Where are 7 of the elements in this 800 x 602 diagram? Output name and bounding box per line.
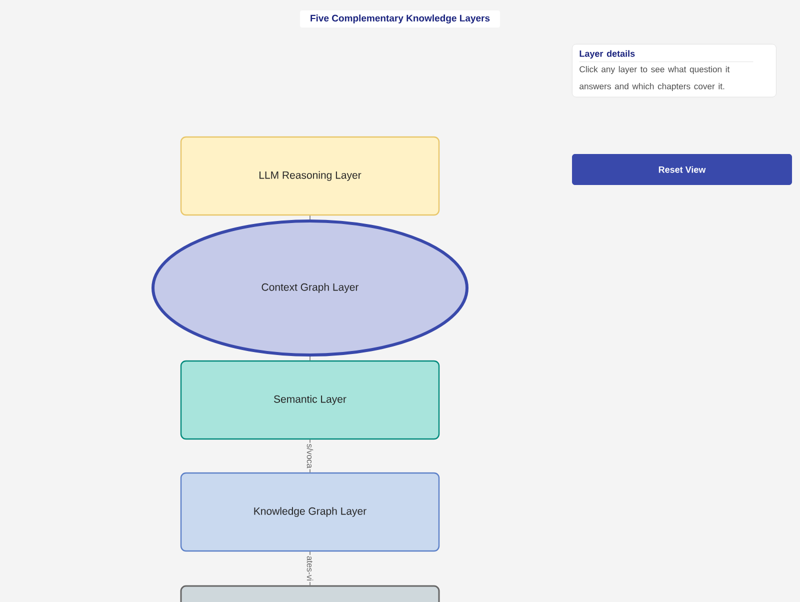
layer-box — [180, 585, 440, 602]
layer-box: Semantic Layer — [180, 360, 440, 440]
layer-box: Knowledge Graph Layer — [180, 472, 440, 552]
layer-box: LLM Reasoning Layer — [180, 136, 440, 216]
reset-button: Reset View — [572, 154, 792, 185]
title: Five Complementary Knowledge Layers — [300, 10, 500, 28]
info-card: Layer details Click any layer to see what question it answers and which chapters cover it. — [572, 44, 776, 98]
